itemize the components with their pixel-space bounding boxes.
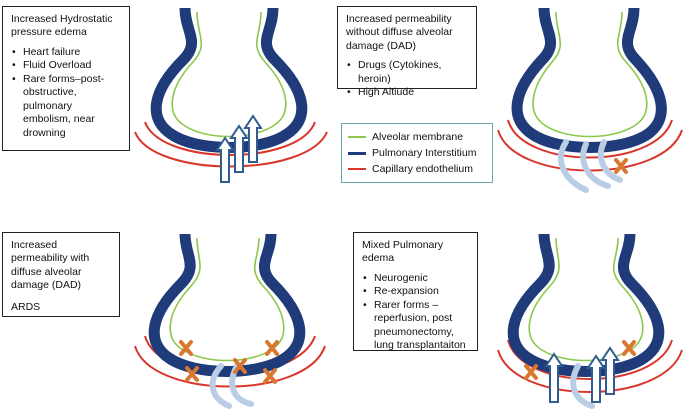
legend-item-capillary-endothelium: Capillary endothelium (348, 161, 486, 177)
panel-title: Increased permeability with diffuse alve… (11, 239, 90, 292)
list-item: Neurogenic (363, 272, 469, 286)
legend-label: Alveolar membrane (372, 131, 464, 143)
leak-arrow-icon (557, 139, 623, 193)
legend-label: Capillary endothelium (372, 163, 473, 175)
pressure-arrow-icon (544, 346, 620, 403)
list-item: Rare forms–post-obstructive, pulmonary e… (12, 73, 121, 140)
panel-title: Increased permeability without diffuse a… (346, 13, 453, 52)
alveolus-diagram-icon (134, 233, 326, 409)
cause-list: Neurogenic Re-expansion Rarer forms – re… (362, 272, 469, 353)
list-item: Rarer forms – reperfusion, post pneumone… (363, 299, 469, 353)
panel-permeability-without-dad: Increased permeability without diffuse a… (337, 6, 477, 100)
legend-swatch (348, 151, 366, 155)
cause-list: Heart failure Fluid Overload Rare forms–… (11, 46, 121, 140)
alveolus-diagram-icon (497, 233, 683, 409)
list-item: Re-expansion (363, 285, 469, 299)
list-item: Heart failure (12, 46, 121, 60)
panel-hydrostatic-edema: Increased Hydrostatic pressure edema Hea… (2, 6, 130, 151)
damage-x-icon (524, 340, 636, 380)
legend-swatch (348, 136, 366, 138)
list-item: Drugs (Cytokines, heroin) (347, 59, 468, 86)
damage-x-icon (179, 340, 279, 384)
legend-item-pulmonary-interstitium: Pulmonary Interstitium (348, 145, 486, 161)
pressure-arrow-icon (215, 114, 263, 183)
damage-x-icon (614, 158, 628, 174)
legend-label: Pulmonary Interstitium (372, 147, 477, 159)
panel-permeability-with-dad: Increased permeability with diffuse alve… (2, 232, 120, 317)
panel-note: ARDS (11, 300, 41, 313)
list-item: High Altiude (347, 86, 468, 100)
legend: Alveolar membrane Pulmonary Interstitium… (341, 123, 493, 183)
legend-item-alveolar-membrane: Alveolar membrane (348, 129, 486, 145)
panel-mixed-edema: Mixed Pulmonary edema Neurogenic Re-expa… (353, 232, 478, 351)
alveolus-diagram-icon (497, 7, 683, 193)
panel-title: Increased Hydrostatic pressure edema (11, 13, 113, 39)
cause-list: Drugs (Cytokines, heroin) High Altiude (346, 59, 468, 100)
alveolus-diagram-icon (134, 7, 328, 183)
leak-arrow-icon (570, 363, 595, 409)
panel-title: Mixed Pulmonary edema (362, 239, 444, 265)
legend-swatch (348, 168, 366, 170)
list-item: Fluid Overload (12, 59, 121, 73)
